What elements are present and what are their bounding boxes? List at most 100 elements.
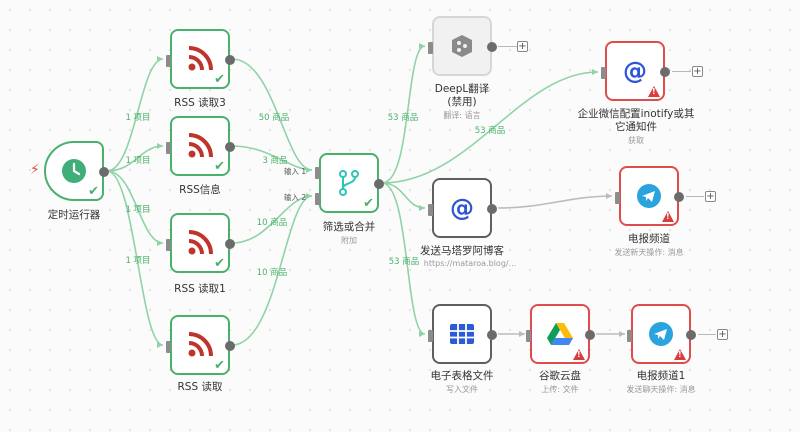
edge-label-trigger-rssinfo: 1 项目 — [125, 156, 151, 166]
wecom-label-line1: 企业微信配置inotify或其 — [577, 108, 695, 120]
rss-icon — [188, 133, 213, 158]
node-rss3[interactable]: ✔ — [166, 29, 235, 89]
rssinfo-input-port[interactable] — [166, 142, 171, 154]
filter-sublabel: 附加 — [341, 236, 357, 245]
telegram-output-port[interactable] — [674, 192, 684, 202]
node-wecom-notify[interactable]: @ — [601, 41, 670, 101]
filter-output-port[interactable] — [374, 179, 384, 189]
svg-text:@: @ — [623, 57, 647, 85]
rss3-input-port[interactable] — [166, 55, 171, 67]
edge-label-trigger-rss3: 1 项目 — [125, 113, 151, 123]
filter-input2-port[interactable] — [315, 193, 320, 205]
rss1-input-port[interactable] — [166, 239, 171, 251]
wecom-label-line2: 它通知件 — [615, 121, 657, 133]
edge-label-rss3-filter: 50 商品 — [258, 113, 290, 123]
telegram-icon — [637, 184, 661, 208]
deepl-icon — [452, 35, 472, 57]
sheet-label: 电子表格文件 — [430, 370, 494, 382]
success-check-icon: ✔ — [214, 72, 225, 87]
telegram1-input-port[interactable] — [627, 330, 632, 342]
deepl-label-line2: (禁用) — [447, 96, 477, 108]
node-rss1[interactable]: ✔ — [166, 213, 235, 273]
telegram1-add-node-button[interactable]: + — [717, 329, 728, 340]
svg-text:@: @ — [450, 194, 474, 222]
rss3-label: RSS 读取3 — [174, 97, 226, 109]
deepl-add-node-button[interactable]: + — [517, 41, 528, 52]
rss1-label: RSS 读取1 — [174, 283, 226, 295]
edge-label-trigger-rss: 1 项目 — [125, 256, 151, 266]
filter-input1-label: 输入 1 — [284, 167, 307, 176]
node-google-drive[interactable] — [526, 304, 595, 364]
edge-trigger-rss1 — [106, 170, 164, 244]
mataroa-output-port[interactable] — [487, 204, 497, 214]
edge-filter-sheet — [381, 182, 426, 335]
wecom-input-port[interactable] — [601, 67, 606, 79]
rssinfo-output-port[interactable] — [225, 142, 235, 152]
deepl-input-port[interactable] — [428, 42, 433, 54]
google-drive-icon — [547, 323, 573, 345]
telegram-icon — [649, 322, 673, 346]
filter-input1-port[interactable] — [315, 167, 320, 179]
warning-icon — [573, 349, 585, 360]
rss-icon — [188, 332, 213, 357]
rss3-output-port[interactable] — [225, 55, 235, 65]
edge-trigger-rss3 — [106, 58, 164, 172]
edge-label-trigger-rss1: 1 项目 — [125, 205, 151, 215]
edge-rss-filter — [231, 195, 313, 346]
rss-label: RSS 读取 — [177, 381, 223, 393]
edge-trigger-rss — [106, 170, 164, 346]
node-mataroa-post[interactable]: @ — [428, 178, 497, 238]
warning-icon — [674, 349, 686, 360]
mataroa-label: 发送马塔罗阿博客 — [420, 245, 504, 257]
clock-icon — [62, 159, 86, 183]
deepl-output-port[interactable] — [487, 42, 497, 52]
rss-info-label: RSS信息 — [179, 184, 221, 196]
sheet-output-port[interactable] — [487, 330, 497, 340]
telegram-add-node-button[interactable]: + — [705, 191, 716, 202]
gdrive-input-port[interactable] — [526, 330, 531, 342]
telegram1-label: 电报频道1 — [636, 370, 686, 382]
sheet-input-port[interactable] — [428, 330, 433, 342]
node-filter-merge[interactable]: ✔ — [315, 153, 384, 213]
node-rss[interactable]: ✔ — [166, 315, 235, 375]
rss-input-port[interactable] — [166, 341, 171, 353]
node-telegram-channel-1[interactable] — [627, 304, 696, 364]
deepl-add-connector — [498, 46, 517, 47]
node-schedule-trigger[interactable]: ✔ — [44, 141, 109, 201]
telegram-sublabel: 发送新天操作: 消息 — [614, 248, 684, 257]
telegram-add-connector — [686, 196, 704, 197]
deepl-sublabel: 翻译: 语言 — [443, 111, 481, 120]
wecom-add-node-button[interactable]: + — [692, 66, 703, 77]
filter-input2-label: 输入 2 — [284, 193, 307, 202]
rss1-output-port[interactable] — [225, 239, 235, 249]
mataroa-sublabel: https://mataroa.blog/... — [423, 259, 517, 268]
telegram1-output-port[interactable] — [686, 330, 696, 340]
telegram-label: 电报频道 — [628, 233, 670, 245]
mataroa-input-port[interactable] — [428, 204, 433, 216]
trigger-output-port[interactable] — [99, 167, 109, 177]
at-sign-icon: @ — [623, 57, 647, 85]
warning-icon — [648, 86, 660, 97]
wecom-sublabel: 获取 — [628, 136, 644, 145]
edge-filter-wecom — [381, 71, 599, 184]
table-icon — [450, 324, 474, 344]
edge-filter-deepl — [381, 45, 426, 184]
gdrive-output-port[interactable] — [585, 330, 595, 340]
at-sign-icon: @ — [450, 194, 474, 222]
telegram-input-port[interactable] — [615, 192, 620, 204]
edge-label-rss-filter: 10 商品 — [256, 268, 288, 278]
node-deepl-disabled[interactable] — [428, 16, 497, 76]
edge-label-filter-deepl: 53 商品 — [387, 113, 419, 123]
rss-output-port[interactable] — [225, 341, 235, 351]
node-rss-info[interactable]: ✔ — [166, 116, 235, 176]
node-spreadsheet-file[interactable] — [428, 304, 497, 364]
warning-icon — [662, 211, 674, 222]
wecom-output-port[interactable] — [660, 67, 670, 77]
wecom-add-connector — [672, 71, 691, 72]
trigger-label: 定时运行器 — [47, 209, 101, 221]
success-check-icon: ✔ — [88, 184, 99, 199]
gdrive-label: 谷歌云盘 — [539, 370, 581, 382]
node-telegram-channel[interactable] — [615, 166, 684, 226]
